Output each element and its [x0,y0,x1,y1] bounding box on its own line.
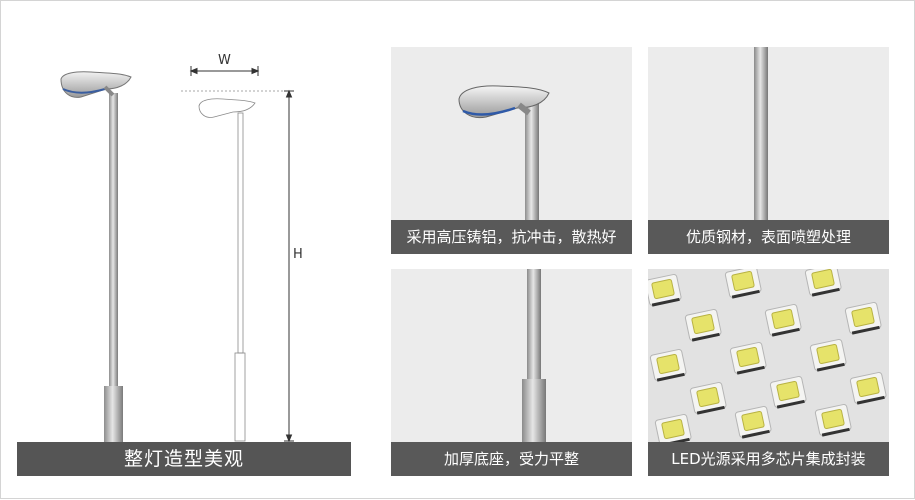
feature-panel-led: LED光源采用多芯片集成封装 [648,269,889,476]
feature-panel-lamp-head: 采用高压铸铝，抗冲击，散热好 [391,47,632,254]
led-chip [734,405,772,439]
feature-panel-base: 加厚底座，受力平整 [391,269,632,476]
height-label: H [293,247,303,262]
width-label: W [218,53,231,68]
feature-caption: 优质钢材，表面喷塑处理 [648,220,889,254]
feature-panel-pole: 优质钢材，表面喷塑处理 [648,47,889,254]
height-dimension [284,89,294,443]
led-chip [724,269,762,299]
led-chip [809,338,847,372]
led-chip [648,273,682,307]
feature-caption: 加厚底座，受力平整 [391,442,632,476]
led-chip [684,308,722,342]
led-chip [849,371,887,405]
lamp-render [60,71,132,442]
led-chip [769,375,807,409]
led-chip [814,403,852,437]
led-chip [764,303,802,337]
lamp-illustration [60,66,294,443]
led-chip [689,381,727,415]
feature-caption: LED光源采用多芯片集成封装 [648,442,889,476]
lamp-line-drawing [181,90,283,442]
led-chip [729,341,767,375]
led-chip [649,348,687,382]
width-dimension [189,66,260,76]
led-chip [844,301,882,335]
led-chip [804,269,842,297]
feature-caption: 采用高压铸铝，抗冲击，散热好 [391,220,632,254]
main-caption: 整灯造型美观 [17,442,351,476]
